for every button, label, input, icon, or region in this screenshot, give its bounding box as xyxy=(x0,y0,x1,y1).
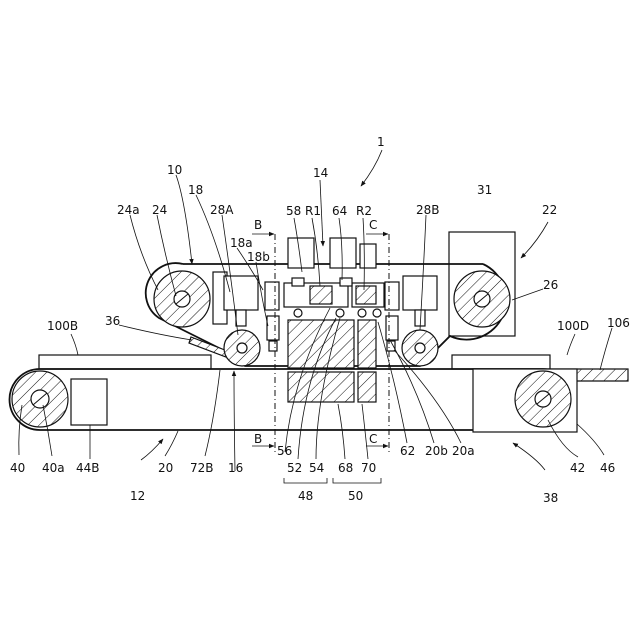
label-40: 40 xyxy=(10,461,25,475)
label-40a: 40a xyxy=(42,461,65,475)
sensor-18b xyxy=(267,316,279,340)
label-42: 42 xyxy=(570,461,585,475)
label-72B: 72B xyxy=(190,461,214,475)
label-64: 64 xyxy=(332,204,347,218)
leader-lines xyxy=(19,195,612,483)
label-22: 22 xyxy=(542,203,557,217)
label-56: 56 xyxy=(277,444,292,458)
label-68: 68 xyxy=(338,461,353,475)
coil-r1 xyxy=(310,286,332,304)
label-26: 26 xyxy=(543,278,558,292)
label-28B: 28B xyxy=(416,203,440,217)
label-24: 24 xyxy=(152,203,167,217)
label-106: 106 xyxy=(607,316,630,330)
sensor-20a xyxy=(385,282,399,310)
label-20b: 20b xyxy=(425,444,448,458)
label-20a: 20a xyxy=(452,444,475,458)
label-44B: 44B xyxy=(76,461,100,475)
box-r2 xyxy=(360,244,376,268)
label-52: 52 xyxy=(287,461,302,475)
plate-100b xyxy=(39,355,211,369)
block-70 xyxy=(358,372,376,402)
box-44b xyxy=(71,379,107,425)
label-62: 62 xyxy=(400,444,415,458)
label-100D: 100D xyxy=(557,319,589,333)
label-36: 36 xyxy=(105,314,120,328)
label-1: 1 xyxy=(377,135,385,149)
label-31: 31 xyxy=(477,183,492,197)
label-C-bottom: C xyxy=(369,432,377,446)
label-16: 16 xyxy=(228,461,243,475)
label-18: 18 xyxy=(188,183,203,197)
label-70: 70 xyxy=(361,461,376,475)
label-B-top: B xyxy=(254,218,262,232)
label-14: 14 xyxy=(313,166,328,180)
label-24a: 24a xyxy=(117,203,140,217)
label-54: 54 xyxy=(309,461,324,475)
label-12: 12 xyxy=(130,489,145,503)
box-28b xyxy=(403,276,437,310)
central-units xyxy=(284,238,384,402)
label-100B: 100B xyxy=(47,319,78,333)
box-64 xyxy=(330,238,356,268)
label-46: 46 xyxy=(600,461,615,475)
plate-100d xyxy=(452,355,550,369)
label-38: 38 xyxy=(543,491,558,505)
sensor-20b xyxy=(386,316,398,340)
label-58: 58 xyxy=(286,204,301,218)
label-18a: 18a xyxy=(230,236,253,250)
label-10: 10 xyxy=(167,163,182,177)
block-54 xyxy=(288,320,354,368)
label-28A: 28A xyxy=(210,203,234,217)
box-28a xyxy=(224,276,258,310)
label-18b: 18b xyxy=(247,250,270,264)
label-R2: R2 xyxy=(356,204,372,218)
sensor-18a xyxy=(265,282,279,310)
label-50: 50 xyxy=(348,489,363,503)
block-68 xyxy=(358,320,376,368)
label-48: 48 xyxy=(298,489,313,503)
label-C-top: C xyxy=(369,218,377,232)
label-20: 20 xyxy=(158,461,173,475)
coil-r2 xyxy=(356,286,376,304)
label-B-bottom: B xyxy=(254,432,262,446)
label-R1: R1 xyxy=(305,204,321,218)
